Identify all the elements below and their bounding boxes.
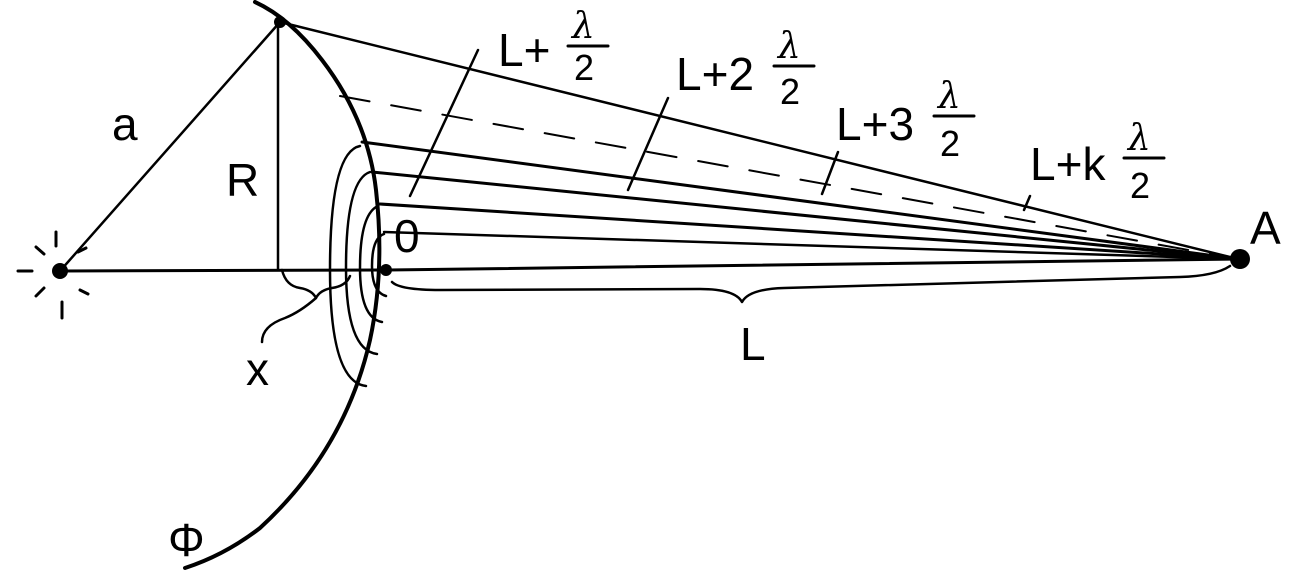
- label-a: a: [112, 98, 138, 150]
- source-glint-7: [76, 246, 88, 254]
- path-label-3-lambda: λ: [936, 76, 961, 117]
- L-brace: [390, 264, 1232, 304]
- tick-2: [626, 96, 670, 192]
- path-label-2-prefix: L+2: [676, 48, 754, 100]
- path-label-3-prefix: L+3: [836, 98, 914, 150]
- source-glint-6: [78, 288, 90, 296]
- path-label-4-lambda: λ: [1126, 118, 1151, 159]
- source-glint-4: [34, 286, 46, 298]
- radius-a-line: [58, 20, 282, 273]
- tick-1: [408, 48, 480, 198]
- x-brace: [280, 268, 352, 300]
- label-A: A: [1250, 202, 1281, 254]
- path-label-1-lambda: λ: [570, 6, 595, 47]
- label-phi: Φ: [168, 514, 205, 566]
- label-zero: 0: [394, 210, 420, 262]
- source-glint-2: [34, 245, 46, 256]
- wavefront-arc: [183, 0, 382, 570]
- ray-zone-4: [378, 202, 1240, 261]
- path-label-1-two: 2: [574, 47, 594, 88]
- zone-center-point: [380, 264, 392, 276]
- label-x: x: [246, 343, 269, 395]
- x-leader: [260, 296, 318, 344]
- path-label-3-two: 2: [940, 123, 960, 164]
- zone-boundary-central: [370, 232, 388, 298]
- label-L: L: [740, 318, 766, 370]
- path-label-2: L+2 λ 2: [676, 26, 816, 112]
- path-label-4-two: 2: [1130, 165, 1150, 206]
- zone-boundary-inner: [358, 204, 384, 324]
- path-label-4-prefix: L+k: [1030, 138, 1106, 190]
- zone-boundary-middle: [344, 170, 379, 356]
- path-label-4: L+k λ 2: [1030, 118, 1166, 206]
- tick-4: [1022, 194, 1032, 212]
- ray-zone-5: [382, 230, 1240, 261]
- source-point: [52, 263, 68, 279]
- edge-point: [274, 16, 286, 28]
- ray-zone-3: [370, 170, 1240, 261]
- label-R: R: [226, 154, 259, 206]
- observation-point: [1230, 249, 1250, 269]
- path-label-1-prefix: L+: [498, 24, 550, 76]
- path-label-2-lambda: λ: [776, 26, 801, 67]
- optical-axis: [58, 257, 1242, 273]
- ray-zone-2: [360, 140, 1240, 261]
- ray-edge: [278, 20, 1240, 261]
- tick-3: [820, 150, 840, 196]
- path-label-1: L+ λ 2: [498, 6, 610, 88]
- path-label-2-two: 2: [780, 71, 800, 112]
- zone-boundary-outer: [328, 144, 368, 388]
- path-label-3: L+3 λ 2: [836, 76, 976, 164]
